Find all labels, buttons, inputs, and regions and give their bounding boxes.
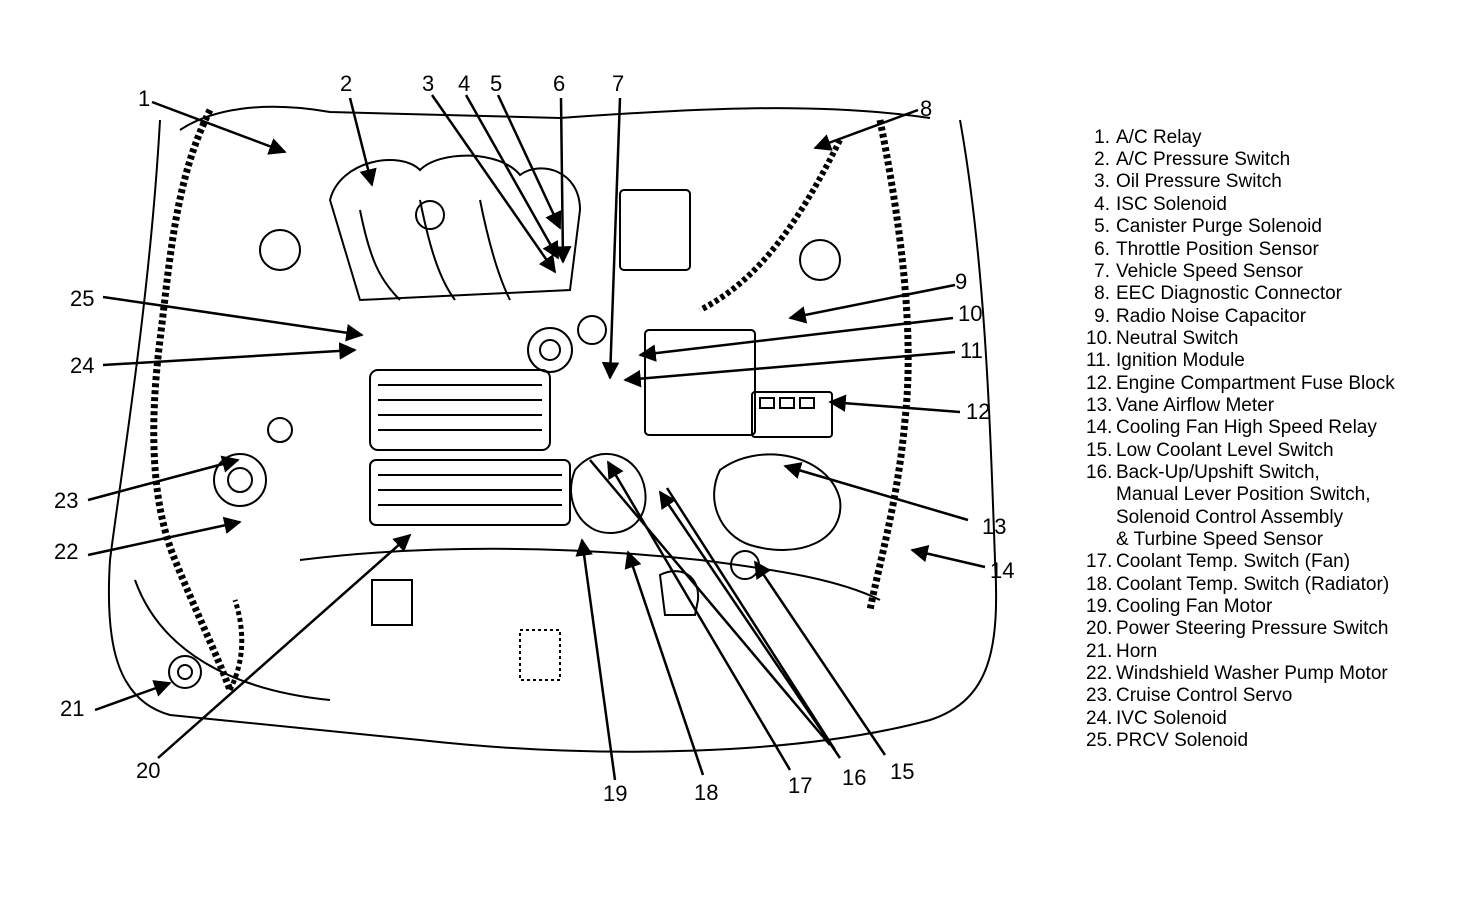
legend-item: Solenoid Control Assembly [1116,507,1344,528]
callout-19: 19 [603,781,627,806]
callout-20: 20 [136,758,160,783]
legend-item: 7.Vehicle Speed Sensor [1094,261,1303,282]
callout-23: 23 [54,488,78,513]
legend-item: 6.Throttle Position Sensor [1094,239,1319,260]
legend-item: 10.Neutral Switch [1086,328,1239,349]
callout-9: 9 [955,269,967,294]
legend-item: 23.Cruise Control Servo [1086,685,1293,706]
legend-item: 14.Cooling Fan High Speed Relay [1086,417,1377,438]
legend-item: 17.Coolant Temp. Switch (Fan) [1086,551,1351,572]
callout-5: 5 [490,71,502,96]
callout-22: 22 [54,539,78,564]
callout-6: 6 [553,71,565,96]
callout-7: 7 [612,71,624,96]
callout-1: 1 [138,86,150,111]
legend-item: 2.A/C Pressure Switch [1094,149,1291,170]
callout-25: 25 [70,286,94,311]
callout-11: 11 [960,338,983,363]
legend-item: 1.A/C Relay [1094,127,1202,148]
legend-item: 5.Canister Purge Solenoid [1094,216,1322,237]
callout-12: 12 [966,399,990,424]
callout-3: 3 [422,71,434,96]
legend-item: 13.Vane Airflow Meter [1086,395,1275,416]
callout-4: 4 [458,71,470,96]
legend-item: 16.Back-Up/Upshift Switch, [1086,462,1320,483]
legend-item: & Turbine Speed Sensor [1116,529,1324,550]
legend-item: 4.ISC Solenoid [1094,194,1227,215]
callout-10: 10 [958,301,982,326]
legend-item: 19.Cooling Fan Motor [1086,596,1273,617]
engine-line-art [107,105,998,753]
callout-13: 13 [982,514,1006,539]
callout-21: 21 [60,696,84,721]
legend-item: 15.Low Coolant Level Switch [1086,440,1334,461]
legend-item: 21.Horn [1086,641,1158,662]
legend-item: 11.Ignition Module [1086,350,1245,371]
legend-item: 22.Windshield Washer Pump Motor [1086,663,1388,684]
callout-18: 18 [694,780,718,805]
legend-item: 18.Coolant Temp. Switch (Radiator) [1086,574,1390,595]
legend-item: 12.Engine Compartment Fuse Block [1086,373,1395,394]
callout-14: 14 [990,558,1014,583]
legend-item: 3.Oil Pressure Switch [1094,171,1282,192]
legend-item: 20.Power Steering Pressure Switch [1086,618,1389,639]
legend-item: 8.EEC Diagnostic Connector [1094,283,1342,304]
legend-item: Manual Lever Position Switch, [1116,484,1371,505]
callout-2: 2 [340,71,352,96]
legend-item: 24.IVC Solenoid [1086,708,1227,729]
legend-item: 25.PRCV Solenoid [1086,730,1249,751]
callout-24: 24 [70,353,94,378]
callout-labels: 1 2 3 4 5 6 7 8 9 10 11 12 13 14 15 16 1… [54,71,1014,806]
leader-lines [87,94,986,781]
callout-16: 16 [842,765,866,790]
callout-17: 17 [788,773,812,798]
callout-8: 8 [920,96,932,121]
legend-item: 9.Radio Noise Capacitor [1094,306,1307,327]
callout-15: 15 [890,759,914,784]
